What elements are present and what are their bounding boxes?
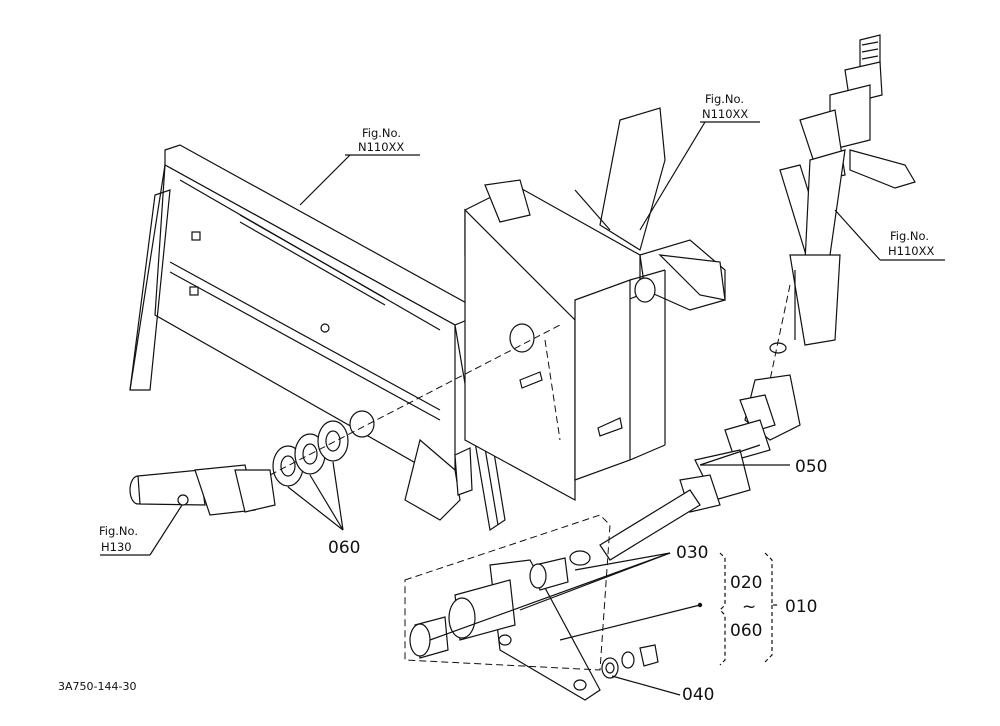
fig-h130-line2: H130 — [101, 540, 132, 554]
fig-h130-line1: Fig.No. — [99, 524, 138, 538]
mount-bracket-assembly — [404, 514, 611, 701]
part-number-020: 020 — [730, 573, 762, 593]
center-lines — [269, 284, 791, 476]
part-number-050: 050 — [795, 457, 827, 477]
range-brackets — [719, 552, 780, 666]
fig-h110xx-line1: Fig.No. — [890, 229, 929, 243]
universal-joint-shaft — [569, 374, 801, 566]
part-range-tilde: ~ — [742, 597, 756, 617]
washer-set-060 — [272, 410, 375, 487]
fig-n110xx-right-line1: Fig.No. — [705, 92, 744, 106]
part-number-040: 040 — [682, 685, 714, 705]
drawing-code: 3A750-144-30 — [58, 680, 136, 693]
part-number-030: 030 — [676, 543, 708, 563]
nut-washer-set — [601, 644, 659, 679]
left-universal-joint — [129, 464, 276, 516]
fig-n110xx-left-line2: N110XX — [358, 140, 404, 154]
part-number-060-range: 060 — [730, 621, 762, 641]
fig-h110xx-line2: H110XX — [888, 244, 934, 258]
part-number-010: 010 — [785, 597, 817, 617]
part-number-060: 060 — [328, 538, 360, 558]
fig-n110xx-left-line1: Fig.No. — [362, 126, 401, 140]
steering-column — [769, 34, 916, 354]
fig-n110xx-right-line2: N110XX — [702, 107, 748, 121]
leader-lines — [100, 121, 945, 696]
center-bracket — [464, 107, 726, 502]
